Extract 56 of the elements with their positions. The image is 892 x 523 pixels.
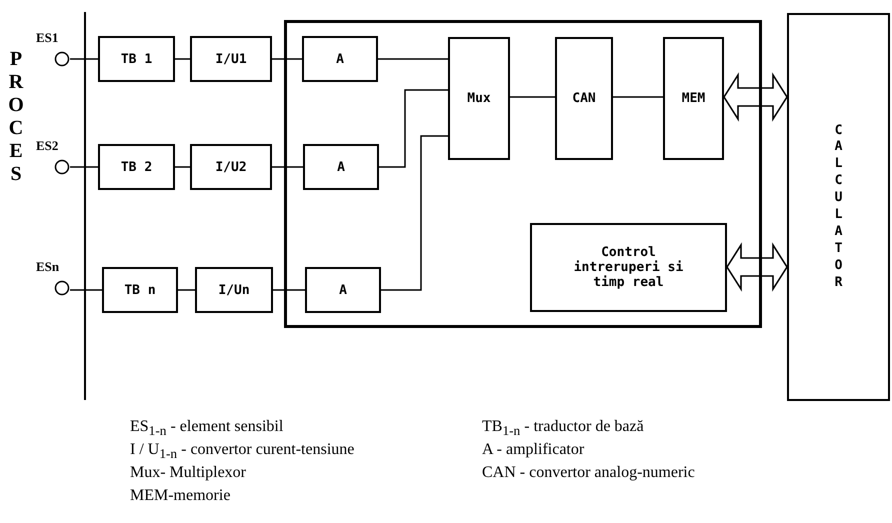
connector-line: [178, 289, 195, 291]
block-box: [448, 37, 510, 160]
abbreviation-note: A - amplificator: [482, 441, 584, 459]
connector-line: [70, 58, 98, 60]
abbreviation-note: CAN - convertor analog-numeric: [482, 464, 695, 482]
connector-line: [613, 96, 663, 98]
block-label: A: [339, 282, 347, 298]
block-label: CAN: [572, 91, 596, 106]
block-box: [98, 36, 175, 82]
connector-line: [272, 166, 303, 168]
block-box: [195, 267, 273, 313]
connector-line: [381, 135, 448, 291]
abbreviation-note: MEM-memorie: [130, 487, 230, 505]
block-label: Mux: [467, 91, 491, 106]
connector-line: [175, 166, 190, 168]
block-box: [190, 144, 272, 190]
connector-line: [70, 289, 102, 291]
connector-line: [379, 89, 448, 168]
block-box: [530, 223, 727, 312]
block-label: TB 1: [120, 52, 152, 66]
connector-line: [510, 96, 555, 98]
terminal-label: ESn: [36, 259, 60, 275]
block-box: [102, 267, 178, 313]
block-box: [190, 36, 272, 82]
abbreviation-note: I / U$_{1-n}$ - convertor curent-tensiune: [130, 441, 354, 462]
bus-double-arrow: [723, 72, 788, 122]
block-box: [555, 37, 613, 160]
block-label: TB 2: [120, 160, 152, 174]
connector-line: [70, 166, 98, 168]
block-box: [98, 144, 175, 190]
block-label: I/U1: [215, 52, 247, 66]
block-box: [305, 267, 381, 313]
terminal-label: ES1: [36, 30, 58, 46]
computer-box: [787, 13, 890, 401]
block-label: TB n: [124, 282, 156, 298]
abbreviation-note: ES$_{1-n}$ - element sensibil: [130, 418, 284, 440]
block-label: CALCULATOR: [834, 122, 844, 292]
block-label: A: [336, 52, 344, 66]
block-box: [663, 37, 724, 160]
block-box: [303, 144, 379, 190]
block-box: [302, 36, 378, 82]
connector-line: [175, 58, 190, 60]
abbreviation-note: TB$_{1-n}$ - traductor de bază: [482, 418, 644, 440]
connector-line: [272, 58, 302, 60]
connector-line: [273, 289, 305, 291]
abbreviation-note: Mux- Multiplexor: [130, 464, 246, 482]
module-frame: [284, 20, 762, 328]
block-label: A: [337, 160, 345, 174]
block-label: MEM: [682, 91, 706, 106]
connector-line: [378, 58, 448, 60]
side-label: PROCES: [7, 48, 25, 186]
block-label: Control intreruperi si timp real: [572, 245, 684, 290]
block-label: I/U2: [215, 160, 247, 174]
bus-double-arrow: [726, 242, 788, 292]
terminal-label: ES2: [36, 138, 58, 154]
block-label: I/Un: [218, 282, 250, 298]
